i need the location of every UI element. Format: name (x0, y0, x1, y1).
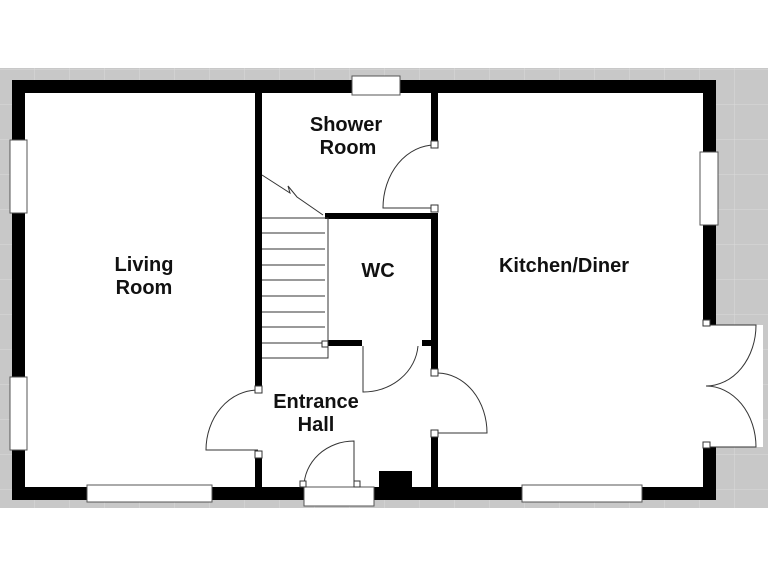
label-line: Entrance (273, 391, 359, 413)
label-line: Living (115, 254, 174, 276)
floor-area (12, 80, 716, 500)
room-label-wc: WC (361, 260, 394, 282)
window-kitchen (699, 151, 719, 226)
windows (9, 75, 719, 507)
label-line: Shower (310, 114, 382, 136)
window-living-front (86, 484, 213, 503)
room-label-kitchen: Kitchen/Diner (499, 255, 629, 277)
room-label-shower: Shower Room (310, 114, 382, 159)
door-entrance (303, 440, 355, 488)
entrance-threshold (303, 486, 375, 507)
label-line: WC (361, 260, 394, 282)
label-line: Kitchen/Diner (499, 255, 629, 277)
door-wc (362, 345, 419, 393)
room-label-hall: Entrance Hall (273, 391, 359, 436)
window-living-upper (9, 139, 28, 214)
doors (205, 144, 757, 488)
label-line: Hall (298, 414, 335, 436)
label-line: Room (116, 277, 173, 299)
window-living-lower (9, 376, 28, 451)
patio-doors (705, 324, 757, 448)
room-label-living: Living Room (115, 254, 174, 299)
door-living (205, 389, 259, 451)
cupboard (379, 471, 412, 487)
window-kitchen-front (521, 484, 643, 503)
door-shower (382, 144, 436, 209)
stairs (261, 174, 329, 359)
wall-posts (254, 140, 711, 488)
window-shower (351, 75, 401, 96)
door-kitchen (437, 372, 488, 434)
label-line: Room (320, 137, 377, 159)
